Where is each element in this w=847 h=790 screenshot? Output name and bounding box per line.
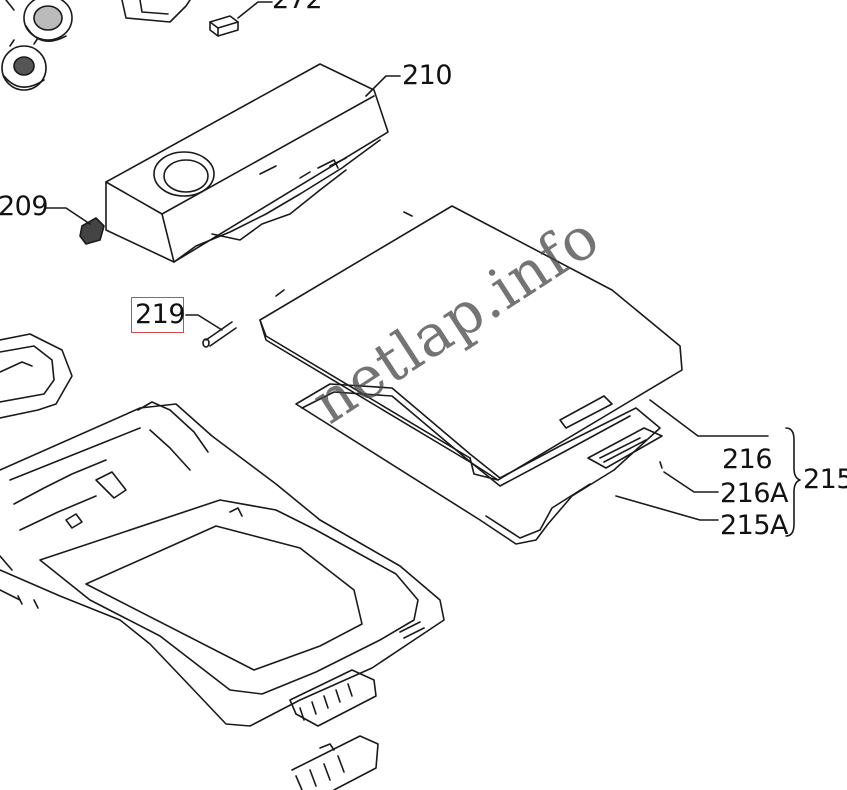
highlight-box-219 [131, 297, 184, 333]
gasket-part-215A [295, 383, 661, 545]
leader-210 [365, 75, 401, 97]
panel-housing-210 [105, 63, 389, 263]
partial-line-top-left [5, 0, 15, 11]
callout-label-216: 216 [722, 444, 773, 475]
clip-part-272 [209, 15, 239, 37]
leader-216A [663, 471, 719, 493]
knob-part-top [23, 0, 73, 42]
brace-215 [785, 427, 801, 537]
leader-209 [45, 207, 91, 225]
lid-part-216 [259, 205, 683, 481]
clip-part-209 [79, 217, 105, 245]
callout-label-209: 209 [0, 191, 49, 222]
left-frame-part [0, 333, 73, 419]
top-bracket-part [121, 0, 191, 23]
motor-part [1, 37, 47, 91]
callout-label-215A: 215A [720, 510, 789, 541]
leader-215A [615, 495, 719, 521]
leader-219 [185, 314, 223, 331]
base-frame-part [0, 401, 445, 727]
bottom-bracket-part [291, 735, 379, 790]
callout-label-215: 215 [803, 464, 847, 495]
callout-label-272: 272 [272, 0, 323, 13]
callout-label-219: 219 [135, 299, 186, 330]
leader-272 [237, 1, 273, 19]
handle-insert-part [587, 427, 663, 469]
callout-label-216A: 216A [720, 478, 789, 509]
leader-216 [649, 399, 769, 437]
small-screw-216A [659, 461, 663, 469]
callout-label-210: 210 [402, 60, 453, 91]
pin-part-219 [202, 321, 237, 348]
